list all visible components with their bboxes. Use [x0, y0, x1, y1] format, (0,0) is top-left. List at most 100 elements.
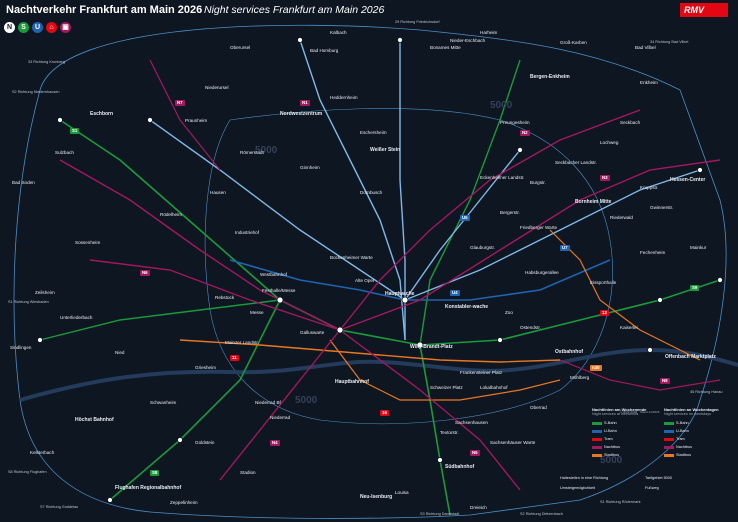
station-habsburger[interactable]: Habsburgerallee: [525, 270, 559, 275]
station-preungesheim[interactable]: Preungesheim: [500, 120, 530, 125]
station-niederrad[interactable]: Niederrad: [270, 415, 291, 420]
station-sachsenhausen[interactable]: Sachsenhausen: [455, 420, 488, 425]
station-westbahnhof[interactable]: Westbahnhof: [260, 272, 287, 277]
station-festhalle[interactable]: Festhalle/Messe: [262, 288, 296, 293]
station-messe[interactable]: Messe: [250, 310, 264, 315]
line-badge-n7[interactable]: N7: [175, 100, 185, 106]
station-louisa[interactable]: Louisa: [395, 490, 409, 495]
station-bornheim-mitte[interactable]: Bornheim Mitte: [575, 199, 612, 205]
station-ostendstr[interactable]: Ostendstr.: [520, 325, 541, 330]
line-badge-s9[interactable]: S9: [690, 285, 700, 291]
station-suedbahnhof[interactable]: Südbahnhof: [445, 464, 475, 470]
station-hauptwache[interactable]: Hauptwache: [385, 291, 415, 297]
station-schwanheim[interactable]: Schwanheim: [150, 400, 177, 405]
line-badge-n2[interactable]: N2: [520, 130, 530, 136]
line-badge-u4[interactable]: U4: [450, 290, 460, 296]
station-neu-isenburg[interactable]: Neu-Isenburg: [360, 494, 393, 500]
station-zoo[interactable]: Zoo: [505, 310, 513, 315]
station-ostbahnhof[interactable]: Ostbahnhof: [555, 349, 584, 355]
station-nordwestzentrum[interactable]: Nordwestzentrum: [280, 111, 323, 117]
station-mainzer[interactable]: Mainzer Landstr.: [225, 340, 259, 345]
station-fechenheim[interactable]: Fechenheim: [640, 250, 666, 255]
station-griesheim[interactable]: Griesheim: [195, 365, 216, 370]
station-zeppelinheim[interactable]: Zeppelinheim: [170, 500, 198, 505]
line-badge-12[interactable]: 12: [600, 310, 609, 316]
station-niederursel[interactable]: Niederursel: [205, 85, 229, 90]
station-bergen-enkheim[interactable]: Bergen-Enkheim: [530, 74, 570, 80]
station-galluswarte[interactable]: Galluswarte: [300, 330, 325, 335]
station-rebstock[interactable]: Rebstock: [215, 295, 235, 300]
station-goldstein[interactable]: Goldstein: [195, 440, 215, 445]
station-industriehof[interactable]: Industriehof: [235, 230, 260, 235]
station-textorstr[interactable]: Textorstr.: [440, 430, 459, 435]
station-friedberger-warte[interactable]: Friedberger Warte: [520, 225, 558, 230]
station-oberrad[interactable]: Oberrad: [530, 405, 547, 410]
station-sulzbach[interactable]: Sulzbach: [55, 150, 74, 155]
station-mainkur[interactable]: Mainkur: [690, 245, 707, 250]
line-badge-n3[interactable]: N3: [600, 175, 610, 181]
line-badge-n8[interactable]: N8: [660, 378, 670, 384]
station-hausen[interactable]: Hausen: [210, 190, 226, 195]
station-eckenheimer[interactable]: Eckenheimer Landstr.: [480, 175, 525, 180]
station-lochweg[interactable]: Lochweg: [600, 140, 619, 145]
station-flughafen[interactable]: Flughafen Regionalbahnhof: [115, 485, 182, 491]
station-eschersheim[interactable]: Eschersheim: [360, 130, 387, 135]
station-bad-homburg[interactable]: Bad Homburg: [310, 48, 339, 53]
station-bockenheimer-warte[interactable]: Bockenheimer Warte: [330, 255, 373, 260]
station-seckbach[interactable]: Seckbach: [620, 120, 641, 125]
station-weisser-stein[interactable]: Weißer Stein: [370, 147, 401, 153]
station-bad-vilbel[interactable]: Bad Vilbel: [635, 45, 656, 50]
station-ginnheim[interactable]: Ginnheim: [300, 165, 320, 170]
station-dornbusch[interactable]: Dornbusch: [360, 190, 383, 195]
station-hoechst[interactable]: Höchst Bahnhof: [75, 417, 114, 423]
station-nied[interactable]: Nied: [115, 350, 125, 355]
station-zeilsheim[interactable]: Zeilsheim: [35, 290, 55, 295]
station-alte-oper[interactable]: Alte Oper: [355, 278, 375, 283]
line-badge-11[interactable]: 11: [230, 355, 239, 361]
station-kelsterbach[interactable]: Kelsterbach: [30, 450, 55, 455]
line-badge-s1[interactable]: S1: [70, 128, 80, 134]
line-badge-n30[interactable]: n30: [590, 365, 602, 371]
station-niederrad-bf[interactable]: Niederrad Bf: [255, 400, 281, 405]
station-heddernheim[interactable]: Heddernheim: [330, 95, 358, 100]
station-konstablerwache[interactable]: Konstabler-wache: [445, 304, 489, 310]
line-badge-16[interactable]: 16: [380, 410, 389, 416]
line-badge-n5[interactable]: N5: [470, 450, 480, 456]
line-badge-n6[interactable]: N6: [140, 270, 150, 276]
station-offenbach[interactable]: Offenbach Marktplatz: [665, 354, 716, 360]
station-sachsenhaeuser-warte[interactable]: Sachsenhäuser Warte: [490, 440, 536, 445]
station-roemerstadt[interactable]: Römerstadt: [240, 150, 264, 155]
station-glauburgstr[interactable]: Glauburgstr.: [470, 245, 496, 250]
station-eissporthalle[interactable]: Eissporthalle: [590, 280, 617, 285]
station-bonames[interactable]: Bonames Mitte: [430, 45, 461, 50]
station-stadion[interactable]: Stadion: [240, 470, 256, 475]
station-sossenheim[interactable]: Sossenheim: [75, 240, 101, 245]
station-schweizer-platz[interactable]: Schweizer Platz: [430, 385, 463, 390]
line-badge-u5[interactable]: U5: [460, 215, 470, 221]
station-willy-brandt-platz[interactable]: Willy-Brandt-Platz: [410, 344, 453, 350]
station-frankensteiner[interactable]: Frankensteiner Platz: [460, 370, 503, 375]
station-sindlingen[interactable]: Sindlingen: [10, 345, 32, 350]
station-seckbacher[interactable]: Seckbacher Landstr.: [555, 160, 597, 165]
station-enkheim[interactable]: Enkheim: [640, 80, 658, 85]
station-oberursel[interactable]: Oberursel: [230, 45, 251, 50]
station-kruppstr[interactable]: Kruppstr.: [640, 185, 659, 190]
station-dreieich[interactable]: Dreieich: [470, 505, 487, 510]
line-badge-n1[interactable]: N1: [300, 100, 310, 106]
station-hauptbahnhof[interactable]: Hauptbahnhof: [335, 379, 369, 385]
line-badge-n4[interactable]: N4: [270, 440, 280, 446]
station-harheim[interactable]: Harheim: [480, 30, 498, 35]
station-praunheim[interactable]: Praunheim: [185, 118, 208, 123]
line-badge-u7[interactable]: U7: [560, 245, 570, 251]
station-roedelheim[interactable]: Rödelheim: [160, 212, 182, 217]
line-badge-s8[interactable]: S8: [150, 470, 160, 476]
station-gwinnerstr[interactable]: Gwinnerstr.: [650, 205, 674, 210]
station-nieder-eschbach[interactable]: Nieder-Eschbach: [450, 38, 486, 43]
station-burgstr[interactable]: Burgstr.: [530, 180, 546, 185]
station-kaiserlei[interactable]: Kaiserlei: [620, 325, 638, 330]
station-eschborn[interactable]: Eschborn: [90, 111, 114, 117]
station-unterliederbach[interactable]: Unterliederbach: [60, 315, 93, 320]
station-gross-karben[interactable]: Groß-Karben: [560, 40, 587, 45]
station-lokalbahnhof[interactable]: Lokalbahnhof: [480, 385, 508, 390]
station-muehlberg[interactable]: Mühlberg: [570, 375, 590, 380]
